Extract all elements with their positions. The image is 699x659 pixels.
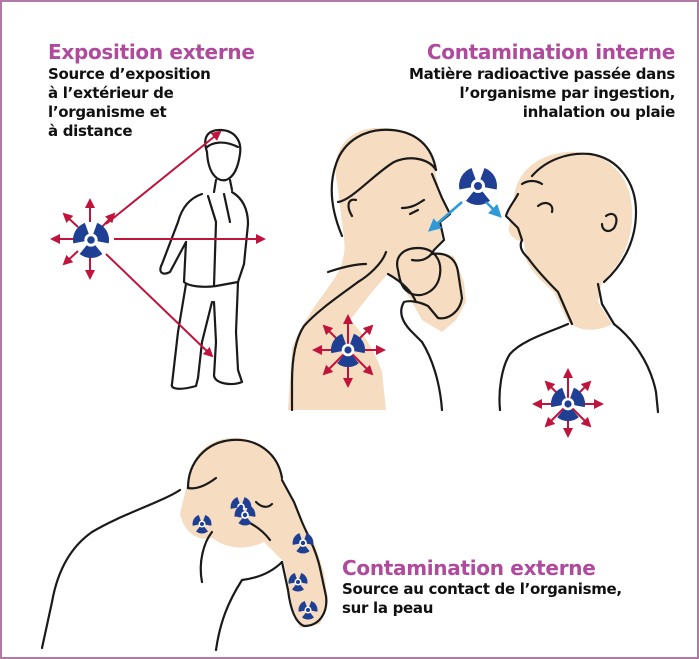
description-line: à distance [48,122,210,141]
description-line: Source au contact de l’organisme, [342,580,622,599]
internal-source-right [534,370,602,436]
exposition-externe-title: Exposition externe [48,40,255,64]
exposition-externe-description: Source d’exposition à l’extérieur de l’o… [48,65,210,141]
description-line: inhalation ou plaie [409,103,675,122]
exposure-rays [52,132,264,356]
contamination-externe-description: Source au contact de l’organisme, sur la… [342,580,622,618]
description-line: l’organisme et [48,103,210,122]
contamination-interne-description: Matière radioactive passée dans l’organi… [409,65,675,122]
description-line: à l’extérieur de [48,84,210,103]
contamination-interne-title: Contamination interne [427,40,675,64]
description-line: Matière radioactive passée dans [409,65,675,84]
eating-man-figure [288,128,466,410]
radiation-trefoil-icon [459,168,497,205]
description-line: sur la peau [342,599,622,618]
resting-man-figure [42,438,328,650]
inhaling-man-figure [499,152,658,412]
blue-arrow-icon [486,202,500,216]
contamination-externe-title: Contamination externe [342,556,595,580]
description-line: Source d’exposition [48,65,210,84]
description-line: l’organisme par ingestion, [409,84,675,103]
radiation-trefoil-icon [73,223,109,258]
